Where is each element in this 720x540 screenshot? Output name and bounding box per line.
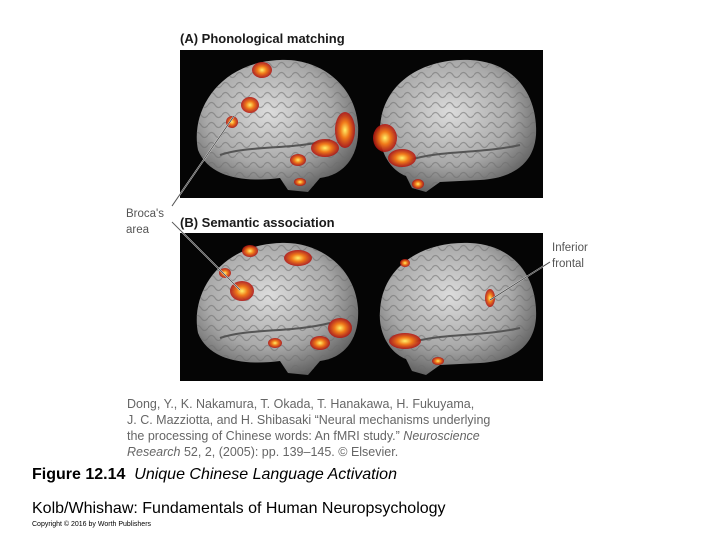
citation-text: the processing of Chinese words: An fMRI…: [127, 429, 404, 443]
citation-line: Dong, Y., K. Nakamura, T. Okada, T. Hana…: [127, 397, 475, 411]
journal-name: Neuroscience: [403, 429, 480, 443]
citation-text: 52, 2, (2005): pp. 139–145. © Elsevier.: [180, 445, 399, 459]
panel-a-title: (A) Phonological matching: [180, 31, 345, 46]
panel-b-title: (B) Semantic association: [180, 215, 335, 230]
panel-a-brain-image: [180, 50, 543, 198]
citation-line: Research 52, 2, (2005): pp. 139–145. © E…: [127, 444, 547, 460]
citation-line: the processing of Chinese words: An fMRI…: [127, 428, 547, 444]
book-title: Kolb/Whishaw: Fundamentals of Human Neur…: [32, 500, 446, 517]
inferior-frontal-label: Inferior frontal: [552, 242, 588, 270]
figure-caption: Figure 12.14 Unique Chinese Language Act…: [32, 466, 397, 484]
citation-line: J. C. Mazziotta, and H. Shibasaki “Neura…: [127, 413, 491, 427]
figure-title: Unique Chinese Language Activation: [134, 466, 397, 483]
brocas-area-label: Broca's area: [126, 208, 164, 236]
citation: Dong, Y., K. Nakamura, T. Okada, T. Hana…: [127, 396, 547, 460]
journal-name: Research: [127, 445, 181, 459]
copyright-notice: Copyright © 2016 by Worth Publishers: [32, 521, 152, 528]
panel-b-brain-image: [180, 233, 543, 381]
figure-number: Figure 12.14: [32, 466, 126, 483]
